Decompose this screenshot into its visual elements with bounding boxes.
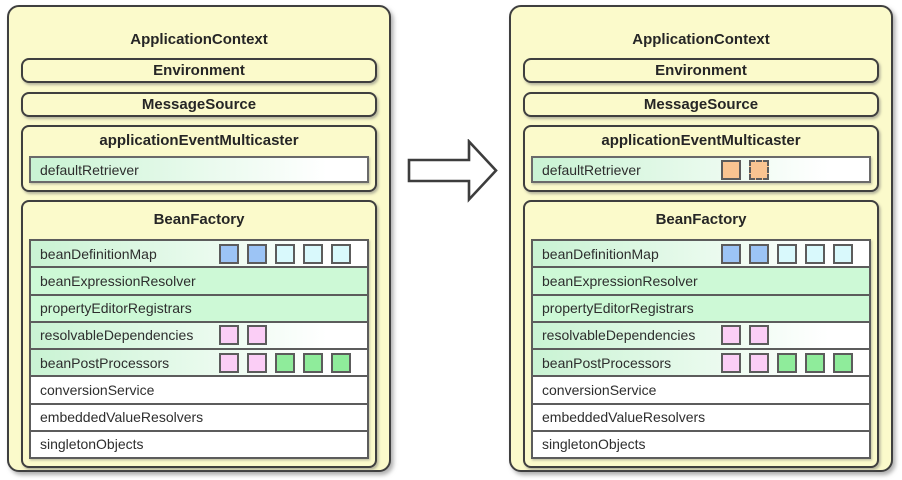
bean-factory-table: beanDefinitionMap beanExpressionResolver p… bbox=[531, 239, 871, 459]
message-source-box: MessageSource bbox=[21, 92, 377, 117]
environment-box: Environment bbox=[21, 58, 377, 83]
row-label: beanPostProcessors bbox=[40, 354, 170, 371]
message-source-box: MessageSource bbox=[523, 92, 879, 117]
cyan-square bbox=[275, 243, 295, 264]
orange-square bbox=[749, 159, 769, 180]
message-source-label: MessageSource bbox=[643, 96, 759, 113]
row-label: resolvableDependencies bbox=[40, 327, 194, 344]
multicaster-title: applicationEventMulticaster bbox=[601, 132, 801, 149]
bean-factory-table: beanDefinitionMap beanExpressionResolver p… bbox=[29, 239, 369, 459]
pink-square bbox=[721, 352, 741, 373]
row-squares bbox=[721, 323, 769, 348]
bean-factory-box: BeanFactory beanDefinitionMap beanExpress… bbox=[523, 200, 879, 468]
beanfactory-row-embeddedValueResolvers: embeddedValueResolvers bbox=[533, 404, 869, 432]
cyan-square bbox=[331, 243, 351, 264]
panel-title: ApplicationContext bbox=[130, 31, 268, 48]
row-label: beanExpressionResolver bbox=[40, 272, 196, 289]
application-event-multicaster-box: applicationEventMulticaster defaultRetri… bbox=[523, 125, 879, 192]
pink-square bbox=[721, 325, 741, 346]
green-square bbox=[805, 352, 825, 373]
bean-factory-title: BeanFactory bbox=[655, 211, 747, 228]
row-squares bbox=[219, 241, 351, 266]
default-retriever-row: defaultRetriever bbox=[29, 156, 369, 183]
pink-square bbox=[749, 352, 769, 373]
row-label: defaultRetriever bbox=[542, 161, 641, 178]
message-source-label: MessageSource bbox=[141, 96, 257, 113]
application-event-multicaster-box: applicationEventMulticaster defaultRetri… bbox=[21, 125, 377, 192]
row-label: conversionService bbox=[40, 381, 155, 398]
beanfactory-row-conversionService: conversionService bbox=[533, 377, 869, 405]
row-label: beanDefinitionMap bbox=[542, 245, 659, 262]
row-label: defaultRetriever bbox=[40, 161, 139, 178]
cyan-square bbox=[777, 243, 797, 264]
row-label: beanExpressionResolver bbox=[542, 272, 698, 289]
blue-square bbox=[219, 243, 239, 264]
blue-square bbox=[749, 243, 769, 264]
blue-square bbox=[721, 243, 741, 264]
row-label: embeddedValueResolvers bbox=[40, 409, 204, 426]
pink-square bbox=[219, 352, 239, 373]
environment-label: Environment bbox=[655, 62, 747, 79]
green-square bbox=[303, 352, 323, 373]
row-label: beanPostProcessors bbox=[542, 354, 672, 371]
row-label: singletonObjects bbox=[40, 436, 144, 453]
panel-title: ApplicationContext bbox=[632, 31, 770, 48]
row-squares bbox=[721, 158, 769, 181]
green-square bbox=[833, 352, 853, 373]
bean-factory-title: BeanFactory bbox=[153, 211, 245, 228]
row-label: conversionService bbox=[542, 381, 657, 398]
green-square bbox=[275, 352, 295, 373]
row-squares bbox=[721, 241, 853, 266]
row-label: propertyEditorRegistrars bbox=[40, 300, 192, 317]
environment-box: Environment bbox=[523, 58, 879, 83]
beanfactory-row-beanExpressionResolver: beanExpressionResolver bbox=[533, 268, 869, 296]
row-label: beanDefinitionMap bbox=[40, 245, 157, 262]
transition-arrow-icon bbox=[407, 138, 499, 204]
row-label: resolvableDependencies bbox=[542, 327, 696, 344]
beanfactory-row-propertyEditorRegistrars: propertyEditorRegistrars bbox=[533, 295, 869, 323]
green-square bbox=[777, 352, 797, 373]
row-squares bbox=[721, 350, 853, 375]
application-context-panel-after: ApplicationContext Environment MessageSo… bbox=[509, 5, 893, 472]
orange-square bbox=[721, 159, 741, 180]
beanfactory-row-singletonObjects: singletonObjects bbox=[31, 431, 367, 457]
beanfactory-row-singletonObjects: singletonObjects bbox=[533, 431, 869, 457]
row-label: embeddedValueResolvers bbox=[542, 409, 706, 426]
pink-square bbox=[247, 325, 267, 346]
beanfactory-row-conversionService: conversionService bbox=[31, 377, 367, 405]
environment-label: Environment bbox=[153, 62, 245, 79]
row-squares bbox=[219, 323, 267, 348]
row-squares bbox=[219, 350, 351, 375]
cyan-square bbox=[833, 243, 853, 264]
default-retriever-row: defaultRetriever bbox=[531, 156, 871, 183]
beanfactory-row-beanExpressionResolver: beanExpressionResolver bbox=[31, 268, 367, 296]
pink-square bbox=[749, 325, 769, 346]
beanfactory-row-beanPostProcessors: beanPostProcessors bbox=[533, 350, 869, 378]
pink-square bbox=[219, 325, 239, 346]
beanfactory-row-beanPostProcessors: beanPostProcessors bbox=[31, 350, 367, 378]
bean-factory-box: BeanFactory beanDefinitionMap beanExpress… bbox=[21, 200, 377, 468]
row-label: singletonObjects bbox=[542, 436, 646, 453]
beanfactory-row-resolvableDependencies: resolvableDependencies bbox=[31, 322, 367, 350]
pink-square bbox=[247, 352, 267, 373]
blue-square bbox=[247, 243, 267, 264]
green-square bbox=[331, 352, 351, 373]
cyan-square bbox=[805, 243, 825, 264]
beanfactory-row-beanDefinitionMap: beanDefinitionMap bbox=[31, 241, 367, 269]
beanfactory-row-beanDefinitionMap: beanDefinitionMap bbox=[533, 241, 869, 269]
application-context-panel-before: ApplicationContext Environment MessageSo… bbox=[7, 5, 391, 472]
beanfactory-row-resolvableDependencies: resolvableDependencies bbox=[533, 322, 869, 350]
beanfactory-row-embeddedValueResolvers: embeddedValueResolvers bbox=[31, 404, 367, 432]
beanfactory-row-propertyEditorRegistrars: propertyEditorRegistrars bbox=[31, 295, 367, 323]
row-label: propertyEditorRegistrars bbox=[542, 300, 694, 317]
cyan-square bbox=[303, 243, 323, 264]
multicaster-title: applicationEventMulticaster bbox=[99, 132, 299, 149]
